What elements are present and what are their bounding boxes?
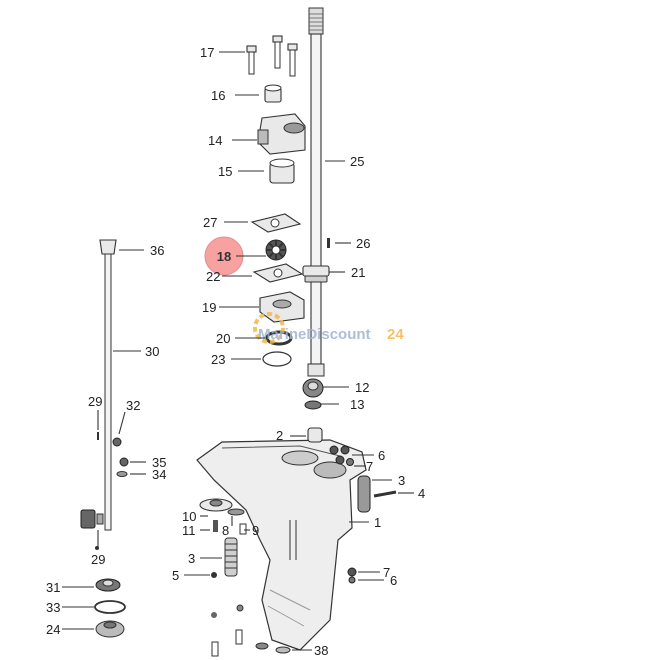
callout-38: 38 bbox=[314, 643, 328, 658]
watermark-number: 24 bbox=[387, 326, 404, 343]
callout-labels: 17 16 14 15 25 27 36 26 22 21 19 20 23 3… bbox=[46, 45, 425, 658]
oring-23 bbox=[262, 351, 292, 367]
callout-15: 15 bbox=[218, 164, 232, 179]
watermark: MarineDiscount 24 bbox=[253, 312, 404, 344]
callout-19: 19 bbox=[202, 300, 216, 315]
callout-34: 34 bbox=[152, 467, 166, 482]
nut-5 bbox=[211, 572, 217, 578]
spring-3-lower bbox=[224, 537, 238, 577]
callout-6-top: 6 bbox=[378, 448, 385, 463]
oring-20 bbox=[265, 330, 293, 346]
callout-23: 23 bbox=[211, 352, 225, 367]
seal-31 bbox=[95, 578, 121, 592]
callout-32: 32 bbox=[126, 398, 140, 413]
callout-6-bottom: 6 bbox=[390, 573, 397, 588]
pump-housing-14 bbox=[257, 113, 306, 155]
pieces-8-9 bbox=[227, 508, 247, 535]
shift-coupler bbox=[80, 509, 104, 529]
driveshaft bbox=[307, 7, 325, 377]
callout-2: 2 bbox=[276, 428, 283, 443]
pin-26 bbox=[327, 238, 330, 248]
shaft-bearing bbox=[302, 265, 330, 283]
screws-35-34 bbox=[116, 457, 129, 477]
callout-20: 20 bbox=[216, 331, 230, 346]
impeller-18 bbox=[265, 239, 287, 261]
sleeve-2 bbox=[307, 427, 323, 443]
callout-14: 14 bbox=[208, 133, 222, 148]
seal-12 bbox=[302, 378, 324, 398]
callout-7-bottom: 7 bbox=[383, 565, 390, 580]
screw-4 bbox=[373, 490, 397, 498]
callout-31: 31 bbox=[46, 580, 60, 595]
plate-19 bbox=[259, 291, 305, 323]
callout-5: 5 bbox=[172, 568, 179, 583]
callout-35: 35 bbox=[152, 455, 166, 470]
callout-25: 25 bbox=[350, 154, 364, 169]
anode-3-top bbox=[357, 475, 371, 513]
plate-15 bbox=[269, 158, 295, 184]
callout-29-bottom: 29 bbox=[91, 552, 105, 567]
callout-1: 1 bbox=[374, 515, 381, 530]
callout-29-top: 29 bbox=[88, 394, 102, 409]
nuts-6-7-top bbox=[329, 445, 354, 466]
washer-13 bbox=[304, 400, 322, 410]
insert-16 bbox=[264, 84, 282, 103]
callout-10: 10 bbox=[182, 509, 196, 524]
small-pins bbox=[95, 432, 122, 550]
gear-housing-1 bbox=[196, 439, 367, 651]
callout-27: 27 bbox=[203, 215, 217, 230]
leader-lines bbox=[62, 51, 414, 651]
callout-3-bottom: 3 bbox=[188, 551, 195, 566]
callout-24: 24 bbox=[46, 622, 60, 637]
oring-33 bbox=[94, 600, 126, 614]
callout-12: 12 bbox=[355, 380, 369, 395]
bottom-hardware bbox=[211, 604, 291, 657]
callout-11: 11 bbox=[182, 523, 196, 538]
callout-30: 30 bbox=[145, 344, 159, 359]
shift-rod-30 bbox=[99, 239, 117, 531]
nuts-7-6-lower bbox=[347, 567, 357, 584]
highlight-label: 18 bbox=[217, 249, 231, 264]
callout-13: 13 bbox=[350, 397, 364, 412]
screws-17 bbox=[246, 35, 298, 77]
cap-24 bbox=[95, 620, 125, 638]
callout-21: 21 bbox=[351, 265, 365, 280]
cam-10 bbox=[199, 498, 233, 512]
callout-17: 17 bbox=[200, 45, 214, 60]
callout-9: 9 bbox=[252, 523, 259, 538]
callout-26: 26 bbox=[356, 236, 370, 251]
callout-7-top: 7 bbox=[366, 459, 373, 474]
callout-22: 22 bbox=[206, 269, 220, 284]
screw-11 bbox=[213, 520, 218, 532]
callout-16: 16 bbox=[211, 88, 225, 103]
callout-36: 36 bbox=[150, 243, 164, 258]
callout-4: 4 bbox=[418, 486, 425, 501]
callout-8: 8 bbox=[222, 523, 229, 538]
gasket-22 bbox=[252, 263, 304, 283]
watermark-text: MarineDiscount bbox=[258, 326, 371, 343]
callout-33: 33 bbox=[46, 600, 60, 615]
callout-3-top: 3 bbox=[398, 473, 405, 488]
gasket-27 bbox=[250, 213, 302, 233]
